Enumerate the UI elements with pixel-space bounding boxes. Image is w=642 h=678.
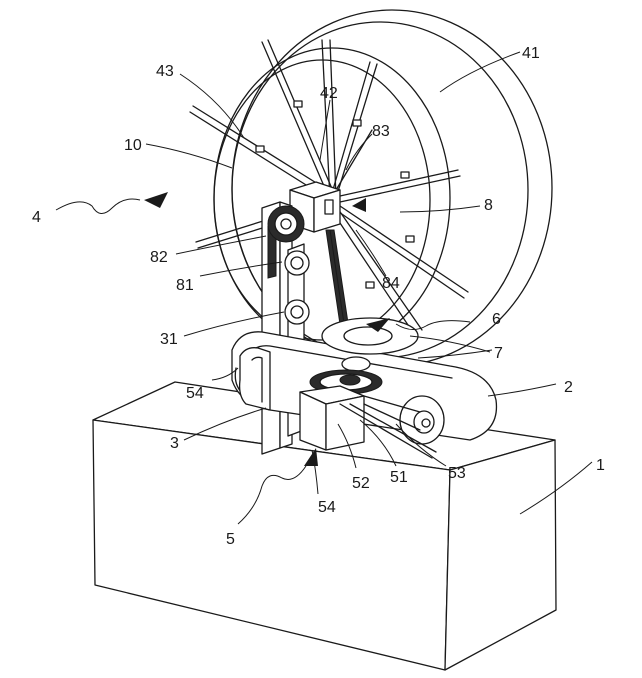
label-51: 51: [390, 469, 408, 486]
pulley-31: [284, 299, 310, 325]
label-42: 42: [320, 85, 338, 102]
label-84: 84: [382, 275, 400, 292]
label-81: 81: [176, 277, 194, 294]
label-54-lower: 54: [318, 499, 336, 516]
gear-82: [267, 205, 305, 243]
label-4: 4: [32, 209, 41, 226]
wheel-assembly: [189, 9, 553, 367]
hub-block: [289, 181, 341, 233]
label-53: 53: [448, 465, 466, 482]
label-3: 3: [170, 435, 179, 452]
drive-mechanism: [299, 369, 437, 459]
label-2: 2: [564, 379, 573, 396]
label-52: 52: [352, 475, 370, 492]
part-labels: 41 43 42 83 10 4 8 82 84 81 6 31 7 54 2 …: [32, 45, 605, 548]
label-31: 31: [160, 331, 178, 348]
label-54-upper: 54: [186, 385, 204, 402]
spoke-collars: [255, 100, 415, 289]
label-43: 43: [156, 63, 174, 80]
arrow-5: [304, 448, 318, 466]
label-10: 10: [124, 137, 142, 154]
label-1: 1: [596, 457, 605, 474]
turntable: [321, 317, 419, 372]
pulley-81: [284, 250, 310, 276]
label-41: 41: [522, 45, 540, 62]
arrow-4: [144, 192, 168, 208]
arrow-8: [352, 198, 366, 212]
leader-lines: [55, 51, 593, 525]
label-8: 8: [484, 197, 493, 214]
label-82: 82: [150, 249, 168, 266]
label-5: 5: [226, 531, 235, 548]
arrowheads: [144, 192, 390, 466]
arrow-6: [366, 318, 390, 332]
label-7: 7: [494, 345, 503, 362]
label-83: 83: [372, 123, 390, 140]
label-6: 6: [492, 311, 501, 328]
